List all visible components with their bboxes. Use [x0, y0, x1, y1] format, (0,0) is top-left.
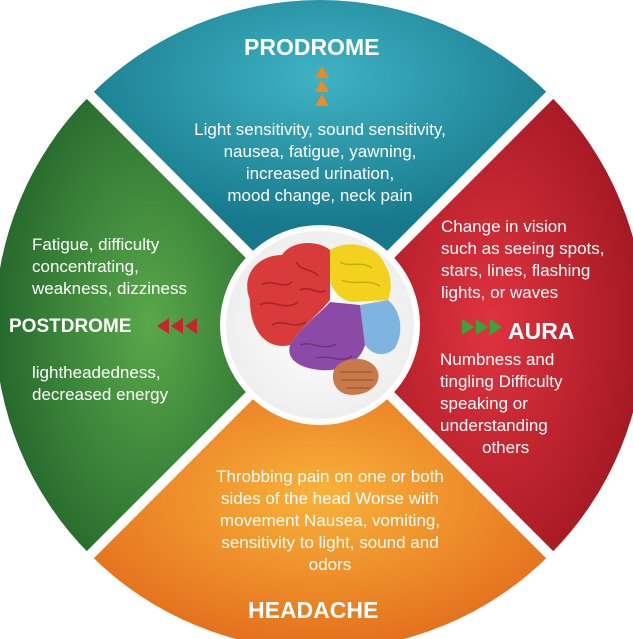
- aura-line: lights, or waves: [441, 282, 631, 304]
- postdrome-line: Fatigue, difficulty: [32, 234, 232, 256]
- postdrome-title: POSTDROME: [9, 316, 131, 338]
- aura-line: speaking or: [440, 393, 620, 415]
- headache-title: HEADACHE: [248, 597, 378, 624]
- aura-line: such as seeing spots,: [441, 238, 631, 260]
- aura-line: Change in vision: [441, 216, 631, 238]
- prodrome-line: increased urination,: [150, 163, 490, 185]
- headache-line: sides of the head Worse with: [170, 488, 490, 510]
- postdrome-symptoms-bottom: lightheadedness, decreased energy: [32, 362, 232, 406]
- postdrome-line: weakness, dizziness: [32, 278, 232, 300]
- headache-symptoms: Throbbing pain on one or both sides of t…: [170, 466, 490, 576]
- postdrome-symptoms-top: Fatigue, difficulty concentrating, weakn…: [32, 234, 232, 300]
- aura-line: understanding: [440, 415, 620, 437]
- headache-line: sensitivity to light, sound and: [170, 532, 490, 554]
- aura-line: others: [440, 437, 620, 459]
- aura-title: AURA: [508, 318, 574, 345]
- headache-line: Throbbing pain on one or both: [170, 466, 490, 488]
- prodrome-line: mood change, neck pain: [150, 185, 490, 207]
- prodrome-title: PRODROME: [244, 34, 379, 61]
- aura-line: Numbness and: [440, 349, 620, 371]
- aura-symptoms-top: Change in vision such as seeing spots, s…: [441, 216, 631, 304]
- headache-line: movement Nausea, vomiting,: [170, 510, 490, 532]
- aura-symptoms-bottom: Numbness and tingling Difficulty speakin…: [440, 349, 620, 459]
- aura-line: tingling Difficulty: [440, 371, 620, 393]
- prodrome-symptoms: Light sensitivity, sound sensitivity, na…: [150, 119, 490, 207]
- aura-line: stars, lines, flashing: [441, 260, 631, 282]
- prodrome-line: Light sensitivity, sound sensitivity,: [150, 119, 490, 141]
- postdrome-line: decreased energy: [32, 384, 232, 406]
- postdrome-line: lightheadedness,: [32, 362, 232, 384]
- prodrome-line: nausea, fatigue, yawning,: [150, 141, 490, 163]
- headache-line: odors: [170, 554, 490, 576]
- postdrome-line: concentrating,: [32, 256, 232, 278]
